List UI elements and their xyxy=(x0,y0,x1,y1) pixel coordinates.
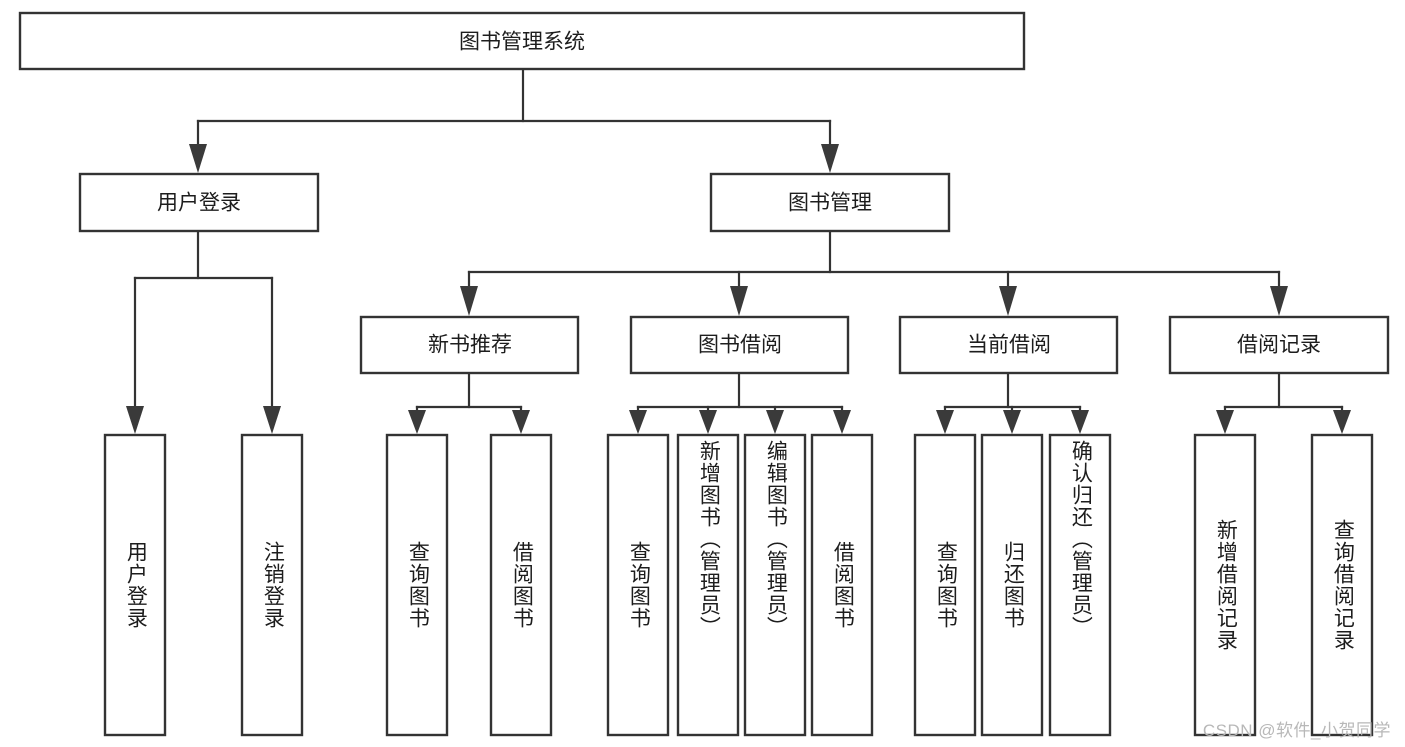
node-box-book-borrow[interactable] xyxy=(629,315,850,375)
node-box-user-login[interactable] xyxy=(78,172,320,233)
arrow-head-bb-leaf-4 xyxy=(833,410,851,434)
arrow-head-leaf-logout xyxy=(263,406,281,434)
leaf-box-user-login-query[interactable] xyxy=(103,433,167,737)
arrow-head-new-book xyxy=(460,286,478,316)
leaf-box-user-logout[interactable] xyxy=(240,433,304,737)
leaf-box-nb-query-book[interactable] xyxy=(385,433,449,737)
connector-group-new-book xyxy=(408,372,530,434)
arrow-head-cb-leaf-2 xyxy=(1003,410,1021,434)
arrow-head-borrow-record xyxy=(1270,286,1288,316)
arrow-head-cb-leaf-1 xyxy=(936,410,954,434)
node-box-borrow-record[interactable] xyxy=(1168,315,1390,375)
leaf-box-br-add-record[interactable] xyxy=(1193,433,1257,737)
leaf-box-bb-edit-book[interactable] xyxy=(743,433,807,737)
leaf-box-nb-borrow-book[interactable] xyxy=(489,433,553,737)
node-box-book-manage[interactable] xyxy=(709,172,951,233)
node-label-new-book-recommend: 新书推荐 xyxy=(428,334,512,357)
node-label-book-manage: 图书管理 xyxy=(788,192,872,215)
connector-group-borrow-record xyxy=(1216,372,1351,434)
leaf-box-cb-query-book[interactable] xyxy=(913,433,977,737)
arrow-head-cb-leaf-3 xyxy=(1071,410,1089,434)
arrow-head-user-login xyxy=(189,144,207,173)
arrow-head-br-leaf-1 xyxy=(1216,410,1234,434)
node-label-borrow-record: 借阅记录 xyxy=(1237,334,1321,357)
node-label-book-borrow: 图书借阅 xyxy=(698,334,782,357)
arrow-head-bb-leaf-2 xyxy=(699,410,717,434)
arrow-head-bb-leaf-3 xyxy=(766,410,784,434)
arrow-head-current-borrow xyxy=(999,286,1017,316)
connector-group-book-manage xyxy=(460,230,1288,316)
arrow-head-nb-leaf-1 xyxy=(408,410,426,434)
leaf-box-cb-confirm-return[interactable] xyxy=(1048,433,1112,737)
arrow-head-leaf-user-login xyxy=(126,406,144,434)
arrow-head-bb-leaf-1 xyxy=(629,410,647,434)
connector-group-user-login xyxy=(126,230,281,434)
arrow-head-book-borrow xyxy=(730,286,748,316)
node-box-new-book-recommend[interactable] xyxy=(359,315,580,375)
node-label-title: 图书管理系统 xyxy=(459,31,585,54)
leaf-box-cb-return-book[interactable] xyxy=(980,433,1044,737)
connector-group-book-borrow xyxy=(629,372,851,434)
leaf-box-bb-query-book[interactable] xyxy=(606,433,670,737)
arrow-head-nb-leaf-2 xyxy=(512,410,530,434)
arrow-head-br-leaf-2 xyxy=(1333,410,1351,434)
node-label-current-borrow: 当前借阅 xyxy=(967,334,1051,357)
leaf-box-br-query-record[interactable] xyxy=(1310,433,1374,737)
node-box-title[interactable] xyxy=(18,11,1026,71)
arrow-head-book-manage xyxy=(821,144,839,173)
leaf-box-bb-borrow-book[interactable] xyxy=(810,433,874,737)
connector-group-root xyxy=(189,67,839,173)
leaf-box-bb-add-book[interactable] xyxy=(676,433,740,737)
connector-group-current-borrow xyxy=(936,372,1089,434)
watermark-text: CSDN @软件_小贺同学 xyxy=(1202,721,1391,740)
node-box-current-borrow[interactable] xyxy=(898,315,1119,375)
node-label-user-login: 用户登录 xyxy=(157,192,241,215)
